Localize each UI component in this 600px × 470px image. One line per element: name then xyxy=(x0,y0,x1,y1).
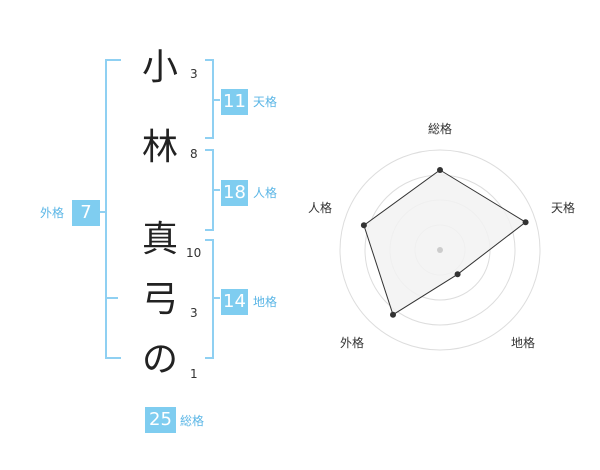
radar-point-3 xyxy=(454,271,461,278)
soukaku-label: 総格 xyxy=(180,414,205,428)
stroke-count-4: 3 xyxy=(190,306,198,320)
radar-point-5 xyxy=(360,222,367,229)
stroke-count-3: 10 xyxy=(186,246,202,260)
stroke-count-1: 3 xyxy=(190,67,198,81)
jinkaku-bracket xyxy=(205,149,220,231)
radar-label-tenkaku: 天格 xyxy=(551,201,576,215)
name-char-1: 小 xyxy=(141,47,178,88)
chikaku-label: 地格 xyxy=(253,295,278,309)
tenkaku-bracket xyxy=(205,59,220,139)
name-char-5: の xyxy=(141,339,178,380)
name-char-2: 林 xyxy=(141,127,178,168)
tenkaku-badge: 11 xyxy=(221,89,248,115)
radar-point-4 xyxy=(390,311,396,318)
radar-label-chikaku: 地格 xyxy=(511,336,536,350)
jinkaku-badge: 18 xyxy=(221,180,248,206)
stroke-count-2: 8 xyxy=(190,147,198,161)
chikaku-bracket xyxy=(205,239,220,359)
name-char-3: 真 xyxy=(141,219,178,260)
radar-label-jinkaku: 人格 xyxy=(308,201,333,215)
radar-point-1 xyxy=(437,167,443,173)
radar-ring xyxy=(339,149,541,351)
chikaku-badge: 14 xyxy=(221,289,248,315)
gaikaku-label: 外格 xyxy=(40,206,65,220)
radar-label-soukaku: 総格 xyxy=(428,122,453,136)
soukaku-badge: 25 xyxy=(145,407,176,433)
radar-center-point xyxy=(437,247,443,253)
stroke-count-5: 1 xyxy=(190,367,198,381)
tenkaku-label: 天格 xyxy=(253,95,278,109)
name-char-4: 弓 xyxy=(141,279,178,320)
gaikaku-badge: 7 xyxy=(72,200,100,226)
radar-area xyxy=(363,169,527,316)
radar-label-gaikaku: 外格 xyxy=(340,336,365,350)
radar-point-2 xyxy=(522,219,529,226)
jinkaku-label: 人格 xyxy=(253,186,278,200)
